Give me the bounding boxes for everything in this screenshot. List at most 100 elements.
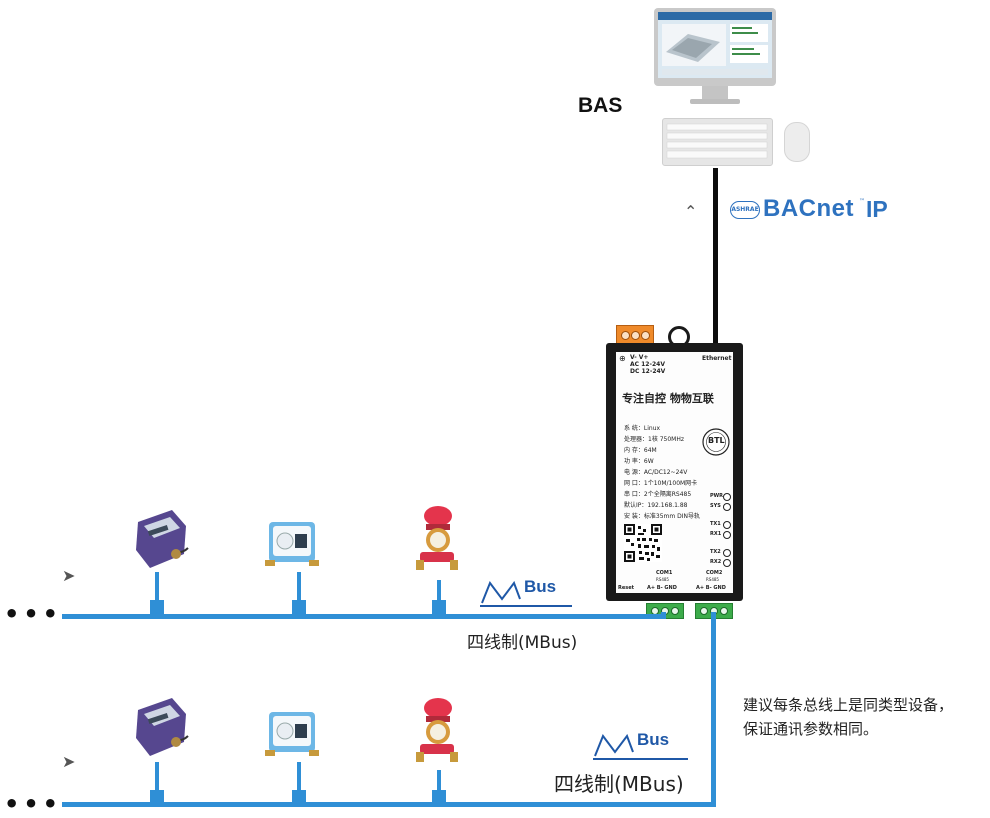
led-label: SYS xyxy=(710,503,721,509)
mbus-logo: Bus xyxy=(480,577,572,607)
meter-stub-foot xyxy=(292,790,306,804)
mbus-logo-text: Bus xyxy=(524,577,557,596)
led-label: PWR xyxy=(710,493,724,499)
spec-line: 网 口：1个10M/100M网卡 xyxy=(624,480,698,487)
monitor-stand xyxy=(702,86,728,100)
mbus-logo-text: Bus xyxy=(637,730,670,749)
keyboard xyxy=(662,118,773,166)
mechanical-water-meter-icon xyxy=(416,506,458,570)
monitor-base xyxy=(690,99,740,104)
ground-icon: ⊕ xyxy=(619,354,626,363)
meter-stub xyxy=(297,572,301,614)
terminal-screw xyxy=(671,607,679,615)
power-polarity-label: V- V+ xyxy=(630,354,649,361)
power-ac-label: AC 12-24V xyxy=(630,361,665,368)
bus-line-2-ellipsis: ••• xyxy=(4,790,63,818)
bus-line-1-arrow-icon: ➤ xyxy=(62,566,76,585)
spec-line: 系 统：Linux xyxy=(624,425,661,432)
uplink-arrow-icon: ⌃ xyxy=(684,202,698,221)
terminal-screw xyxy=(621,331,630,340)
monitor xyxy=(654,8,776,86)
terminal-screw xyxy=(631,331,640,340)
led-label: RX1 xyxy=(710,531,722,537)
spec-line: 处理器：1核 750MHz xyxy=(624,436,685,443)
mechanical-water-meter-icon xyxy=(416,698,458,762)
led-label: TX2 xyxy=(710,549,721,555)
screen-dashboard-graphic xyxy=(658,12,772,75)
note-line-2: 保证通讯参数相同。 xyxy=(743,720,879,738)
bacnet-wordmark: BACnet xyxy=(763,195,854,222)
qr-code xyxy=(624,524,662,562)
gateway-faceplate: ⊕ V- V+ AC 12-24V DC 12-24V Ethernet 专注自… xyxy=(616,352,733,593)
btl-logo xyxy=(702,428,730,456)
bus-line-1-caption: 四线制(MBus) xyxy=(467,633,578,653)
bus-line-2-arrow-icon: ➤ xyxy=(62,752,76,771)
spec-line: 默认IP：192.168.1.88 xyxy=(624,502,688,509)
com2-sub-label: RS485 xyxy=(706,577,719,582)
terminal-screw xyxy=(700,607,708,615)
meter-stub-foot xyxy=(432,600,446,614)
bus-line-1-drop xyxy=(661,612,666,619)
power-dc-label: DC 12-24V xyxy=(630,368,666,375)
heat-meter-icon xyxy=(136,510,189,568)
ethernet-cable xyxy=(713,168,718,344)
meter-stub xyxy=(155,762,159,802)
com2-terminal xyxy=(695,603,733,619)
com2-label: COM2 xyxy=(706,570,723,576)
rx2-led-icon xyxy=(723,559,731,567)
power-terminal xyxy=(616,325,654,345)
meter-stub-foot xyxy=(150,790,164,804)
meter-stub-foot xyxy=(432,790,446,804)
led-label: RX2 xyxy=(710,559,722,565)
bacnet-tm: ™ xyxy=(859,198,865,205)
com1-pins-label: A+ B- GND xyxy=(647,585,677,591)
meter-stub-foot xyxy=(292,600,306,614)
meter-stub-foot xyxy=(150,600,164,614)
gateway-device: ⊕ V- V+ AC 12-24V DC 12-24V Ethernet 专注自… xyxy=(606,343,743,601)
bacnet-ip-logo: ASHRAE BACnet ™ IP xyxy=(730,195,900,229)
meter-stub xyxy=(155,572,159,614)
mbus-logo-underline xyxy=(593,758,688,760)
meter-stub xyxy=(437,580,441,614)
meter-stub xyxy=(297,762,301,802)
tx1-led-icon xyxy=(723,521,731,529)
terminal-screw xyxy=(720,607,728,615)
ethernet-port-label: Ethernet xyxy=(702,355,732,362)
bus-line-2-riser xyxy=(711,612,716,807)
mbus-logo: Bus xyxy=(593,730,688,760)
monitor-screen xyxy=(658,12,772,78)
led-label: TX1 xyxy=(710,521,721,527)
water-meter-icon xyxy=(265,522,319,566)
heat-meter-icon xyxy=(136,698,189,756)
bus-line-1-ellipsis: ••• xyxy=(4,600,63,628)
spec-line: 电 源：AC/DC12~24V xyxy=(624,469,688,476)
water-meter-icon xyxy=(265,712,319,756)
mouse xyxy=(784,122,810,162)
bus-line-1-wire xyxy=(62,614,666,619)
ashrae-badge: ASHRAE xyxy=(730,201,760,219)
com2-pins-label: A+ B- GND xyxy=(696,585,726,591)
bus-line-2-caption: 四线制(MBus) xyxy=(554,772,684,796)
bas-label: BAS xyxy=(578,94,623,117)
tx2-led-icon xyxy=(723,549,731,557)
mbus-m-glyph xyxy=(481,581,521,604)
rx1-led-icon xyxy=(723,531,731,539)
com1-label: COM1 xyxy=(656,570,673,576)
gateway-slogan: 专注自控 物物互联 xyxy=(622,392,714,405)
com1-sub-label: RS485 xyxy=(656,577,669,582)
reset-label: Reset xyxy=(618,585,634,591)
spec-line: 功 率：6W xyxy=(624,458,654,465)
mbus-logo-underline xyxy=(480,605,572,607)
keyboard-keys-graphic xyxy=(666,123,768,159)
meter-stub xyxy=(437,770,441,802)
terminal-screw xyxy=(641,331,650,340)
bus-line-2-wire xyxy=(62,802,716,807)
mbus-m-glyph xyxy=(594,734,634,757)
spec-line: 内 存：64M xyxy=(624,447,657,454)
btl-logo-text: BTL xyxy=(708,436,725,445)
note-line-1: 建议每条总线上是同类型设备， xyxy=(743,696,954,714)
spec-line: 串 口：2个全隔离RS485 xyxy=(624,491,692,498)
pwr-led-icon xyxy=(723,493,731,501)
spec-line: 安 装：标准35mm DIN导轨 xyxy=(624,513,701,520)
bacnet-ip-suffix: IP xyxy=(866,196,888,222)
